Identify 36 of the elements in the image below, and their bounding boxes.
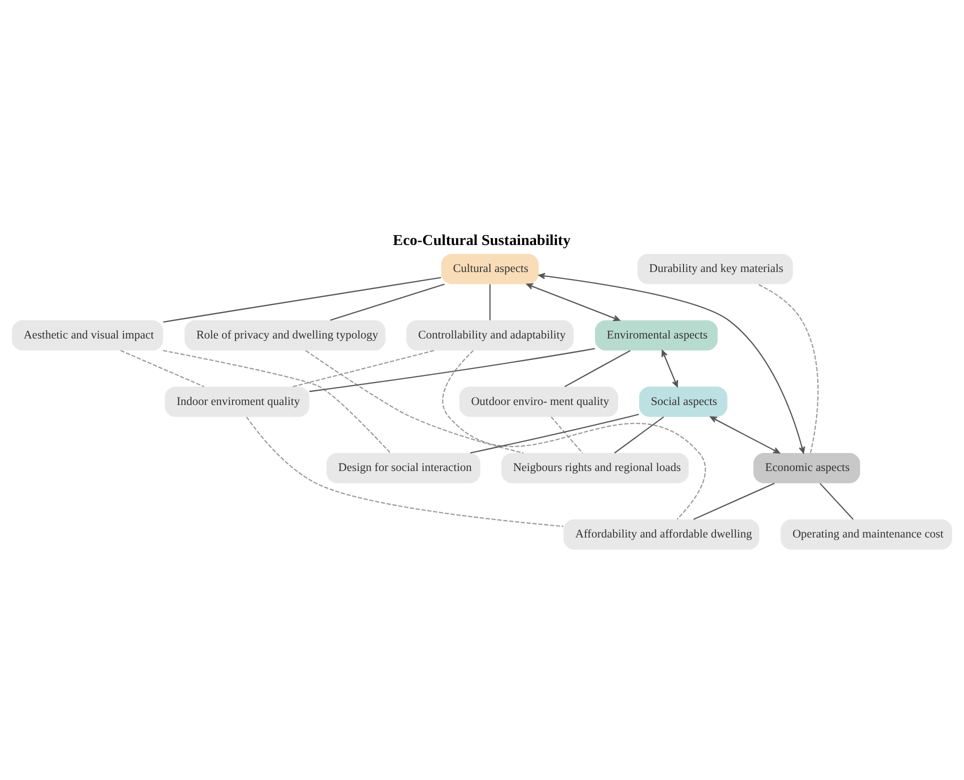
node-box: Indoor enviroment quality (164, 386, 310, 417)
node-box: Design for social interaction (326, 453, 480, 484)
node-box: Operating and maintenance cost (780, 519, 952, 550)
connector (757, 284, 819, 453)
connector (550, 416, 583, 454)
connector (330, 284, 445, 321)
connector (246, 416, 564, 527)
connector (292, 350, 434, 388)
connector (693, 482, 775, 520)
node-box: Outdoor enviro- ment quality (459, 386, 618, 417)
connector (163, 277, 442, 323)
connector (309, 348, 595, 392)
arrow (538, 272, 806, 454)
node-box: Cultural aspects (441, 254, 539, 284)
connector (470, 414, 639, 454)
connector (564, 350, 631, 388)
arrow (662, 350, 678, 388)
arrow (710, 416, 780, 454)
node-box: Role of privacy and dwelling typology (184, 320, 386, 350)
connector (489, 284, 491, 320)
node-box: Aesthetic and visual impact (12, 320, 164, 350)
connector (163, 350, 391, 454)
node-box: Enviromental aspects (595, 320, 718, 350)
connector (442, 350, 706, 520)
node-box: Controllability and adaptability (406, 320, 574, 350)
node-box: Neigbours rights and regional loads (501, 453, 689, 484)
arrow (526, 283, 620, 322)
connector (614, 416, 664, 454)
node-box: Durability and key materials (637, 254, 793, 284)
connector (120, 350, 204, 388)
node-box: Affordability and affordable dwelling (564, 519, 760, 550)
connector (820, 482, 854, 520)
connector (305, 350, 524, 454)
diagram-title: Eco-Cultural Sustainability (392, 232, 571, 249)
node-box: Economic aspects (753, 453, 860, 484)
node-box: Social aspects (639, 386, 728, 417)
